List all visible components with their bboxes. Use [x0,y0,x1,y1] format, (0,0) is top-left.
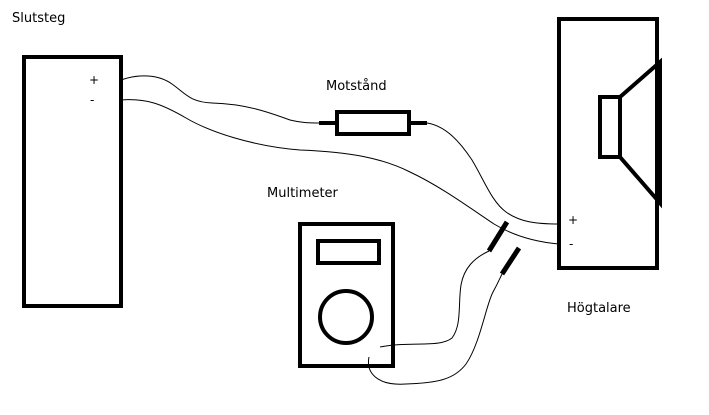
speaker-minus-terminal: - [569,237,574,251]
amp-minus-terminal: - [90,93,95,107]
speaker-cone [618,57,662,209]
multimeter-lead-1 [379,250,490,348]
probe-tip-plus [486,220,510,253]
multimeter-lead-2 [368,273,503,385]
resistor-body [335,110,411,136]
multimeter-body [298,222,395,368]
wire-resistor-to-speaker-plus [426,122,560,225]
amplifier-box [22,55,123,308]
speaker-magnet [598,95,622,159]
speaker-plus-terminal: + [568,213,579,227]
resistor-label: Motstånd [326,79,387,94]
wire-amp-plus-to-resistor [120,75,320,124]
speaker-label: Högtalare [567,301,631,316]
multimeter-display [316,239,381,265]
multimeter-label: Multimeter [267,186,338,201]
speaker-box [557,17,659,270]
multimeter-dial [318,289,374,345]
probe-tip-minus [499,246,522,276]
amp-plus-terminal: + [89,73,100,87]
wire-amp-minus-to-speaker-minus [120,99,560,245]
amplifier-label: Slutsteg [12,11,66,26]
